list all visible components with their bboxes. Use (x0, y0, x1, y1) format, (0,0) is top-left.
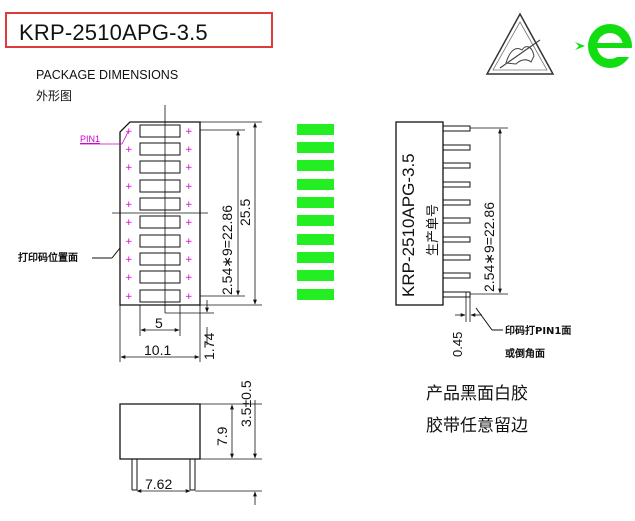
remark-line2: 胶带任意留边 (426, 416, 528, 436)
esd-warning-icon (485, 12, 555, 75)
package-dimensions-label: PACKAGE DIMENSIONS (36, 68, 179, 82)
svg-text:+: + (125, 127, 133, 137)
pin-thickness-dimension: 0.45 (450, 332, 465, 357)
production-number-label: 生产单号 (426, 204, 441, 256)
print-face-note-line1: 印码打PIN1面 (505, 324, 571, 337)
side-part-number: KRP-2510APG-3.5 (399, 153, 418, 297)
front-pin-offset-dimension: 1.74 (201, 333, 217, 360)
pin1-label: PIN1 (80, 134, 100, 144)
front-view: + + + + + + + + + + + + + + + + + + + + PIN1 打印码位置… (18, 105, 262, 362)
part-number-title: KRP-2510APG-3.5 (19, 20, 208, 45)
bottom-view: 7.62 7.9 3.5±0.5 (119, 380, 262, 505)
print-side-label: 打印码位置面 (18, 251, 78, 264)
body-height-dimension: 7.9 (214, 426, 230, 446)
pin-length-dimension: 3.5±0.5 (238, 380, 254, 427)
svg-text:+: + (125, 218, 133, 228)
svg-text:+: + (185, 255, 193, 265)
svg-text:+: + (125, 182, 133, 192)
segment-color-view (297, 124, 334, 300)
svg-text:+: + (185, 145, 193, 155)
svg-text:+: + (125, 255, 133, 265)
svg-text:+: + (185, 127, 193, 137)
svg-text:+: + (125, 273, 133, 283)
side-view: KRP-2510APG-3.5 生产单号 2.54∗9=22.86 0.45 印… (395, 121, 571, 360)
svg-text:+: + (125, 237, 133, 247)
svg-text:+: + (185, 163, 193, 173)
side-pitch-dimension: 2.54∗9=22.86 (481, 202, 497, 292)
svg-text:+: + (125, 163, 133, 173)
print-face-note-line2: 或倒角面 (505, 347, 545, 360)
svg-text:+: + (185, 292, 193, 302)
svg-text:+: + (185, 218, 193, 228)
body-width-dimension: 10.1 (144, 342, 171, 358)
svg-text:+: + (125, 200, 133, 210)
part-number-title-box: KRP-2510APG-3.5 (5, 12, 273, 48)
package-dimensions-sublabel: 外形图 (36, 89, 73, 103)
front-pitch-dimension: 2.54∗9=22.86 (219, 205, 235, 295)
svg-text:+: + (185, 237, 193, 247)
svg-text:+: + (185, 273, 193, 283)
rohs-e-icon (575, 24, 635, 68)
front-length-dimension: 25.5 (237, 199, 253, 226)
svg-text:+: + (125, 145, 133, 155)
remark-line1: 产品黑面白胶 (426, 384, 528, 404)
pin-spacing-dimension: 7.62 (145, 476, 172, 492)
segment-width-dimension: 5 (155, 315, 163, 331)
svg-text:+: + (185, 182, 193, 192)
svg-text:+: + (185, 200, 193, 210)
svg-text:+: + (125, 292, 133, 302)
